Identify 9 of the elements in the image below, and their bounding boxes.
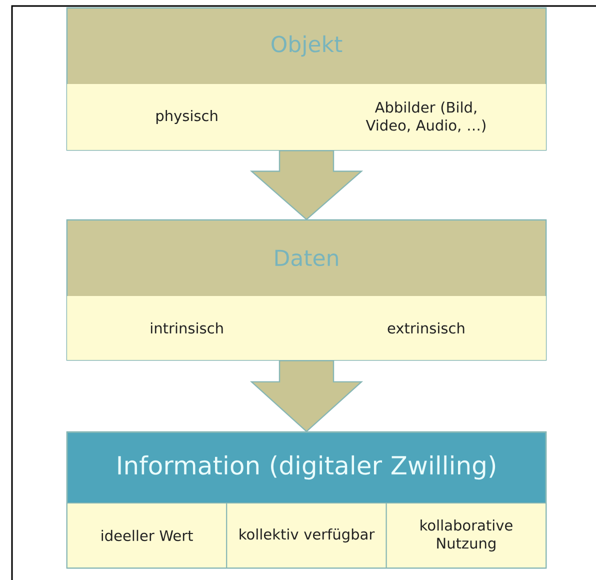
cell: kollaborative Nutzung	[386, 502, 547, 568]
cell: kollektiv verfügbar	[226, 502, 387, 568]
category-label: physisch	[67, 84, 307, 150]
block-arrow	[250, 150, 364, 220]
cell: ideeller Wert	[66, 502, 228, 568]
category-label: Abbilder (Bild, Video, Audio, …)	[306, 84, 546, 150]
category-label: extrinsisch	[306, 296, 546, 360]
block-arrow	[250, 360, 364, 432]
category-label: intrinsisch	[67, 296, 307, 360]
